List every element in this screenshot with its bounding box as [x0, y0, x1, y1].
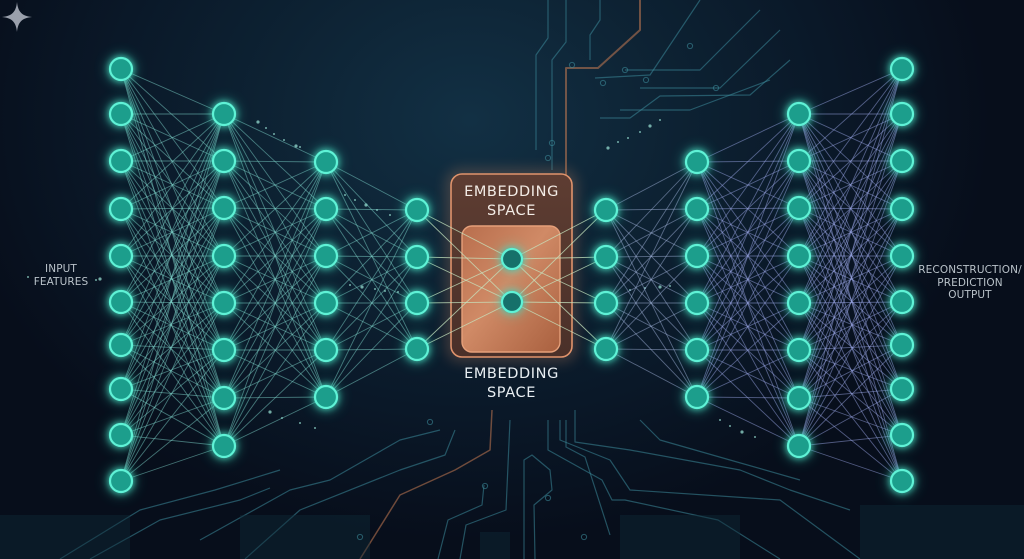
network-node [784, 146, 814, 176]
network-node [591, 242, 621, 272]
network-node [887, 420, 917, 450]
network-node [311, 335, 341, 365]
network-node [106, 194, 136, 224]
output-label: RECONSTRUCTION/ PREDICTION OUTPUT [915, 264, 1024, 302]
embedding-box-title: EMBEDDING SPACE [451, 183, 572, 221]
embedding-title-line1: EMBEDDING [464, 184, 559, 200]
network-node [209, 99, 239, 129]
network-node [311, 194, 341, 224]
output-label-line1: RECONSTRUCTION/ [918, 264, 1022, 276]
network-node [106, 241, 136, 271]
output-label-line2: PREDICTION [937, 276, 1003, 289]
network-node [784, 288, 814, 318]
network-node [209, 193, 239, 223]
network-nodes [106, 54, 917, 496]
input-label-line2: FEATURES [33, 275, 89, 288]
network-node [784, 193, 814, 223]
network-node [887, 374, 917, 404]
network-node [106, 466, 136, 496]
network-node [106, 146, 136, 176]
network-node [209, 241, 239, 271]
output-label-line3: OUTPUT [948, 289, 992, 301]
network-node [682, 335, 712, 365]
network-node [887, 99, 917, 129]
network-node [209, 146, 239, 176]
network-node [402, 195, 432, 225]
network-node [311, 147, 341, 177]
network-node [209, 431, 239, 461]
network-node [311, 241, 341, 271]
network-node [784, 335, 814, 365]
network-node [106, 99, 136, 129]
network-node [106, 420, 136, 450]
network-node [887, 146, 917, 176]
network-node [682, 147, 712, 177]
network-node [682, 288, 712, 318]
network-node [887, 330, 917, 360]
network-node [402, 242, 432, 272]
network-node [887, 194, 917, 224]
network-node [591, 195, 621, 225]
network-node [591, 334, 621, 364]
network-node [887, 241, 917, 271]
input-label-line1: INPUT [45, 263, 77, 275]
network-node [887, 466, 917, 496]
network-node [106, 54, 136, 84]
network-node [682, 194, 712, 224]
network-node [311, 288, 341, 318]
embedding-title-line2: SPACE [487, 203, 536, 219]
network-node [498, 245, 526, 273]
network-node [784, 383, 814, 413]
network-node [887, 287, 917, 317]
network-node [887, 54, 917, 84]
network-node [682, 241, 712, 271]
network-node [106, 287, 136, 317]
network-node [209, 288, 239, 318]
embedding-caption: EMBEDDING SPACE [451, 365, 572, 403]
network-node [784, 241, 814, 271]
network-node [591, 288, 621, 318]
network-node [311, 382, 341, 412]
network-node [106, 374, 136, 404]
sparkle-icon [2, 2, 32, 32]
network-node [682, 382, 712, 412]
network-node [106, 330, 136, 360]
network-edges [120, 68, 903, 482]
network-node [784, 99, 814, 129]
embedding-caption-line1: EMBEDDING [464, 366, 559, 382]
network-node [784, 431, 814, 461]
embedding-caption-line2: SPACE [487, 385, 536, 401]
input-features-label: INPUT FEATURES [26, 263, 96, 288]
network-node [402, 288, 432, 318]
network-node [209, 383, 239, 413]
network-node [498, 288, 526, 316]
network-node [209, 335, 239, 365]
embedding-edges [416, 209, 607, 350]
network-node [402, 334, 432, 364]
